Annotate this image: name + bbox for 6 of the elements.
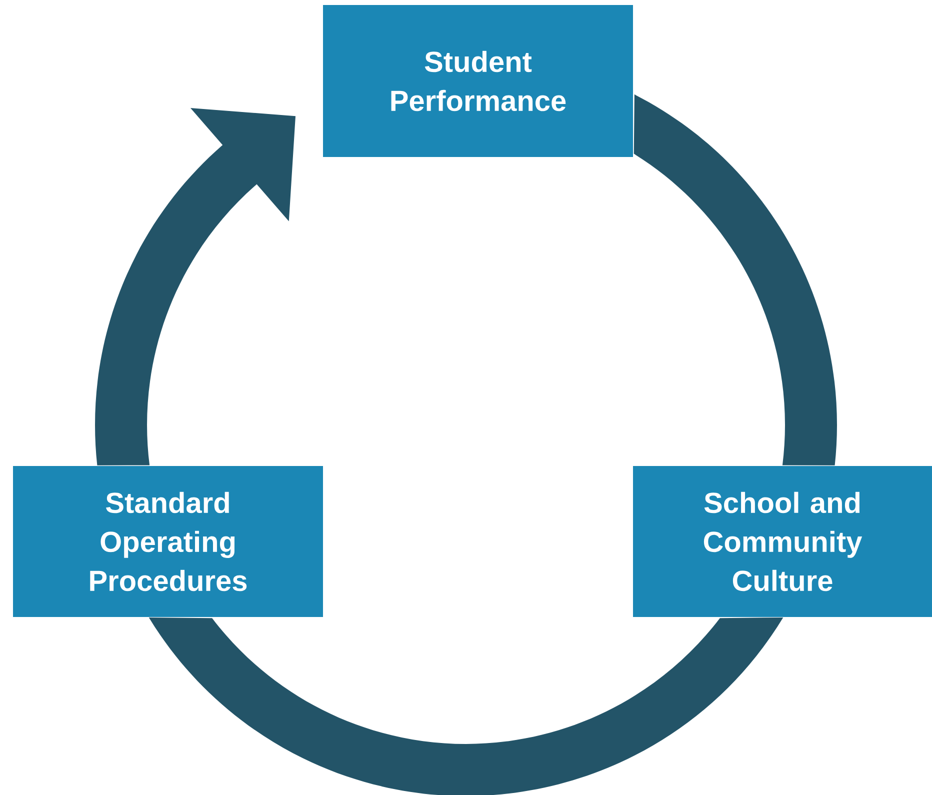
ring-segment [634,94,837,466]
ring-segment [148,617,784,795]
process-box: Student Performance [323,5,633,157]
curved-arrow [95,108,296,466]
process-box: Standard Operating Procedures [13,466,323,617]
process-box: School and Community Culture [633,466,932,617]
